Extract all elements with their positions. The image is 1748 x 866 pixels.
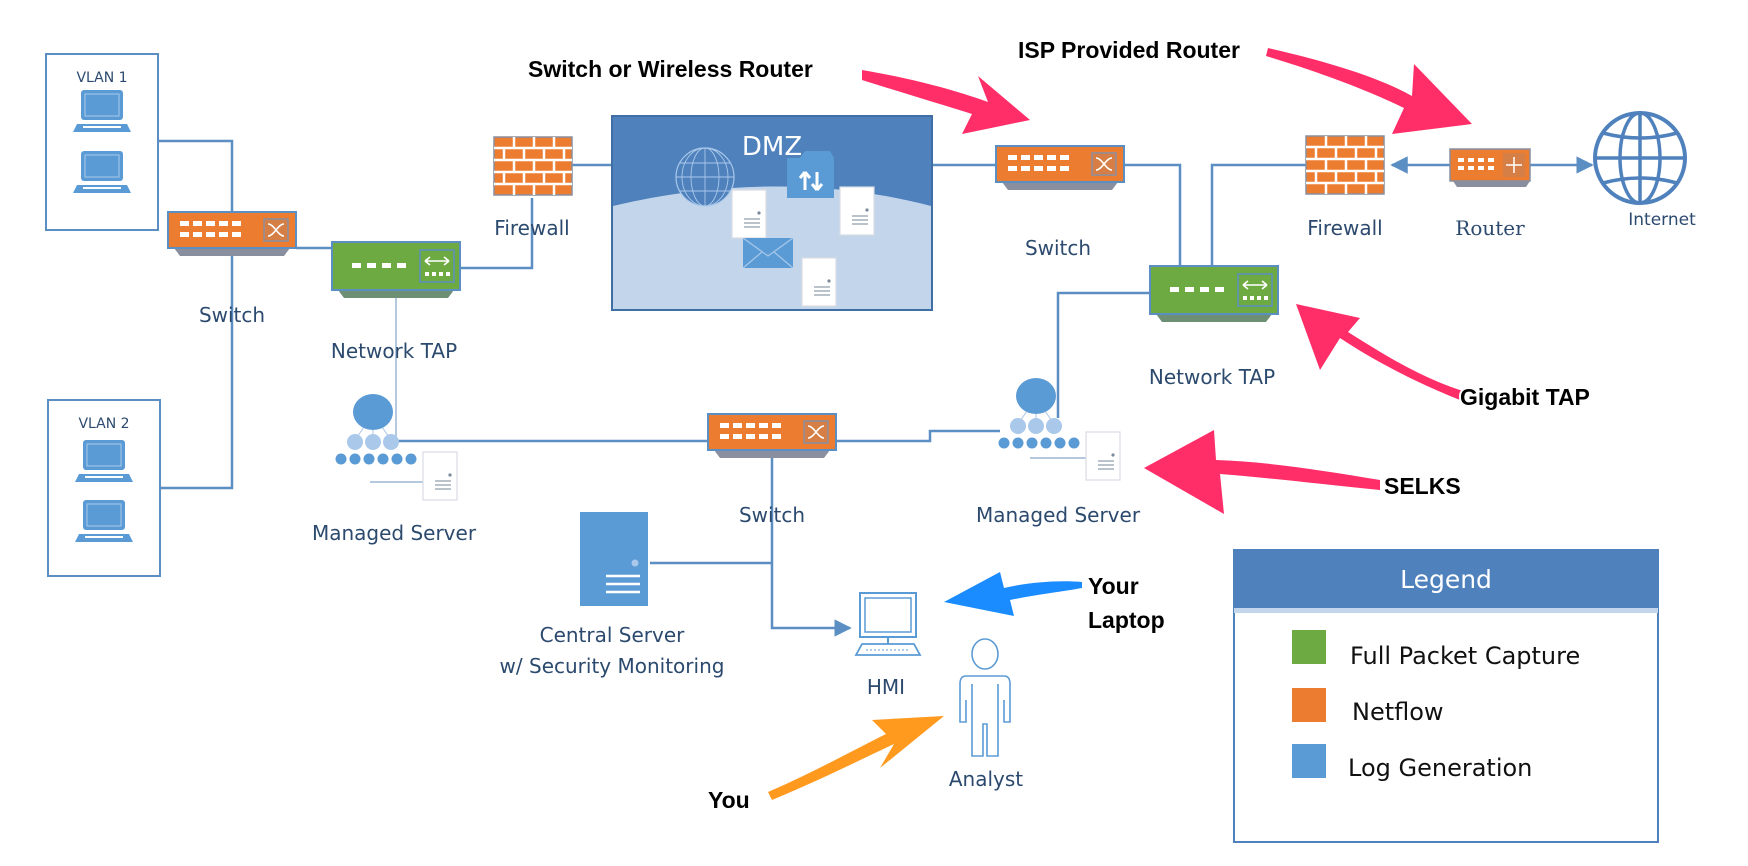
firewall-left[interactable]: Firewall	[492, 135, 574, 240]
managed-server-hierarchy-icon	[335, 393, 417, 465]
router-label: Router	[1455, 216, 1525, 240]
hmi[interactable]: HMI	[854, 592, 922, 699]
blue-arrow-to-hmi	[944, 572, 1082, 616]
switch-left-label: Switch	[199, 303, 265, 327]
central-server-label-line2: w/ Security Monitoring	[500, 654, 725, 678]
firewall-icon	[1304, 134, 1386, 196]
firewall-icon	[492, 135, 574, 197]
desktop-computer-icon	[854, 592, 922, 656]
managed-server-left[interactable]: Managed Server	[312, 393, 477, 545]
vlan-1-label: VLAN 1	[76, 70, 127, 86]
laptop-icon	[74, 439, 134, 483]
server-icon	[801, 257, 837, 307]
server-icon	[1085, 431, 1121, 481]
server-icon	[839, 186, 875, 236]
callout-selks: SELKS	[1384, 473, 1461, 499]
central-server-label-line1: Central Server	[540, 623, 686, 647]
callout-gigabit-tap: Gigabit TAP	[1460, 384, 1590, 410]
legend-label: Full Packet Capture	[1350, 642, 1580, 670]
server-icon	[731, 189, 767, 239]
legend: Legend Full Packet Capture Netflow Log G…	[1233, 549, 1659, 843]
legend-item-log-generation: Log Generation	[1292, 744, 1532, 782]
laptop-icon	[74, 499, 134, 543]
netflow-switch-icon	[707, 413, 837, 459]
router-icon	[1449, 148, 1531, 187]
wire-tap-right-managed-right	[1056, 291, 1150, 418]
pink-arrow-to-router	[1266, 48, 1472, 134]
web-globe-icon	[675, 147, 735, 207]
wire-tap-firewall	[458, 198, 534, 270]
switch-center-label: Switch	[739, 503, 805, 527]
hmi-label: HMI	[867, 675, 905, 699]
internet-globe-icon	[1593, 111, 1687, 205]
network-tap-icon	[1149, 265, 1279, 323]
switch-top[interactable]: Switch	[995, 145, 1125, 260]
managed-server-right-label: Managed Server	[976, 503, 1141, 527]
callout-you: You	[708, 787, 750, 813]
vlan-1-box	[45, 53, 159, 231]
switch-left[interactable]: Switch	[167, 211, 297, 327]
network-tap-left-label: Network TAP	[331, 339, 457, 363]
wire-switch-center-hmi	[770, 440, 852, 637]
router[interactable]: Router	[1449, 148, 1531, 240]
analyst[interactable]: Analyst	[949, 638, 1023, 791]
legend-item-full-packet-capture: Full Packet Capture	[1292, 630, 1580, 670]
callout-your-laptop-line1: Your	[1088, 573, 1139, 599]
connections	[158, 139, 1594, 637]
legend-swatch-orange	[1292, 688, 1326, 722]
central-server[interactable]: Central Server w/ Security Monitoring	[500, 512, 725, 678]
callout-arrows	[768, 48, 1472, 800]
laptop-icon	[72, 89, 132, 133]
network-tap-right[interactable]: Network TAP	[1149, 265, 1279, 389]
file-transfer-folder-icon	[787, 151, 834, 198]
firewall-right-label: Firewall	[1307, 216, 1382, 240]
pink-arrow-to-switch-top	[862, 70, 1030, 134]
wire-switch-vlan2	[158, 250, 234, 490]
firewall-left-label: Firewall	[494, 216, 569, 240]
legend-label: Netflow	[1352, 698, 1444, 726]
orange-arrow-to-analyst	[768, 716, 944, 800]
managed-server-right[interactable]: Managed Server	[976, 377, 1141, 527]
wire-switch-top-tap-right	[1124, 163, 1182, 268]
legend-swatch-green	[1292, 630, 1326, 664]
server-icon	[422, 451, 458, 501]
switch-center[interactable]: Switch	[707, 413, 837, 527]
managed-server-left-label: Managed Server	[312, 521, 477, 545]
legend-header	[1234, 550, 1658, 608]
firewall-right[interactable]: Firewall	[1304, 134, 1386, 240]
legend-item-netflow: Netflow	[1292, 688, 1444, 726]
dmz-zone[interactable]: DMZ	[611, 115, 933, 311]
legend-swatch-blue	[1292, 744, 1326, 778]
mail-envelope-icon	[742, 237, 794, 269]
pink-arrow-to-tap-right	[1296, 304, 1466, 400]
callout-isp-provided-router: ISP Provided Router	[1018, 37, 1240, 63]
vlan-2-label: VLAN 2	[78, 416, 129, 432]
network-tap-left[interactable]: Network TAP	[331, 241, 461, 363]
vlan-2-box	[47, 399, 161, 577]
wire-switch-center-managed-right	[834, 429, 1000, 443]
netflow-switch-icon	[995, 145, 1125, 191]
tower-server-icon	[580, 512, 648, 606]
callout-your-laptop-line2: Laptop	[1088, 607, 1165, 633]
person-icon	[959, 638, 1011, 757]
analyst-label: Analyst	[949, 767, 1023, 791]
pink-arrow-to-managed-server	[1144, 430, 1380, 514]
switch-top-label: Switch	[1025, 236, 1091, 260]
callout-switch-or-wireless-router: Switch or Wireless Router	[528, 56, 813, 82]
network-tap-right-label: Network TAP	[1149, 365, 1275, 389]
laptop-icon	[72, 150, 132, 194]
wire-tap-right-firewall-right	[1210, 163, 1306, 268]
vlan-1-group: VLAN 1	[45, 53, 159, 231]
legend-title: Legend	[1400, 565, 1492, 594]
netflow-switch-icon	[167, 211, 297, 257]
managed-server-hierarchy-icon	[998, 377, 1080, 449]
dmz-label: DMZ	[742, 132, 802, 162]
internet[interactable]: Internet	[1593, 111, 1696, 230]
network-tap-icon	[331, 241, 461, 299]
internet-label: Internet	[1628, 210, 1696, 230]
wire-vlan1-switch	[158, 139, 234, 212]
legend-label: Log Generation	[1348, 754, 1532, 782]
vlan-2-group: VLAN 2	[47, 399, 161, 577]
